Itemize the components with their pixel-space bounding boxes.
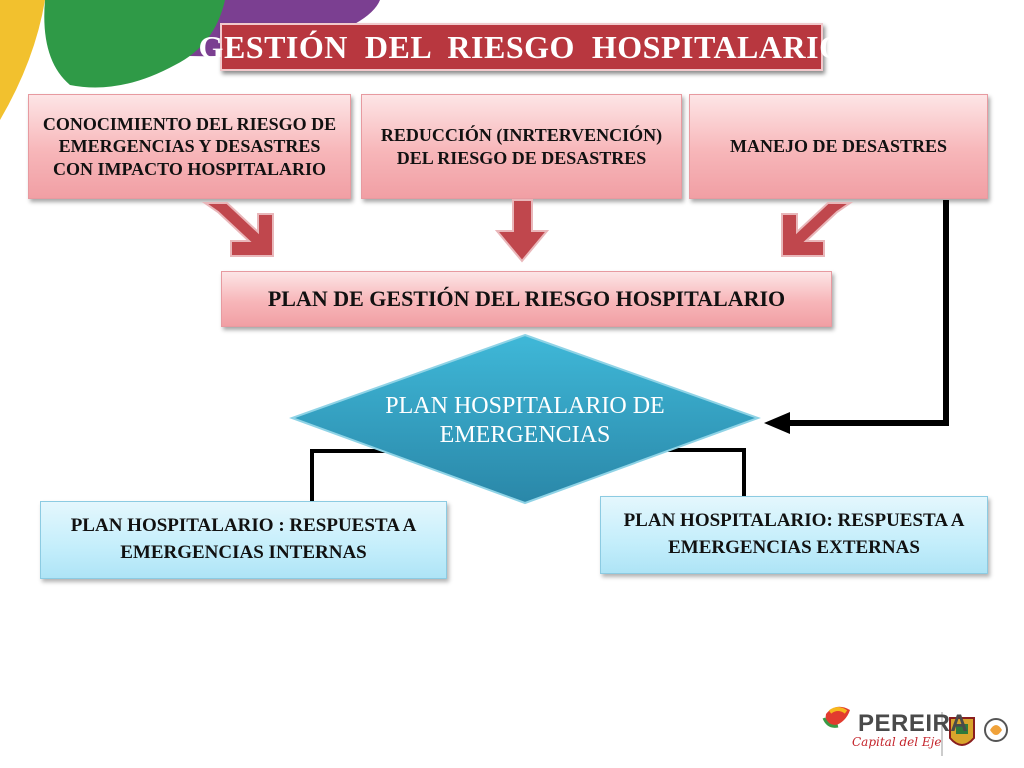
reduction-label: REDUCCIÓN (INRTERVENCIÓN) DEL RIESGO DE … <box>380 125 663 168</box>
arrow-reduction-to-plan <box>494 199 550 263</box>
disaster-management-box: MANEJO DE DESASTRES <box>689 94 988 199</box>
knowledge-label: CONOCIMIENTO DEL RIESGO DE EMERGENCIAS Y… <box>42 113 337 179</box>
connector-to-external <box>665 448 746 496</box>
arrow-knowledge-to-plan <box>201 202 274 257</box>
external-response-label: PLAN HOSPITALARIO: RESPUESTA A EMERGENCI… <box>623 510 965 558</box>
coat-of-arms-icon <box>949 717 975 746</box>
logo-tagline: Capital del Eje <box>852 735 942 749</box>
knowledge-box: CONOCIMIENTO DEL RIESGO DE EMERGENCIAS Y… <box>28 94 351 199</box>
hospital-plan-label: PLAN HOSPITALARIO DE EMERGENCIAS <box>385 393 665 448</box>
pereira-logo <box>822 706 1008 756</box>
hospital-plan-diamond <box>289 333 761 505</box>
disaster-management-label: MANEJO DE DESASTRES <box>729 136 948 157</box>
reduction-box: REDUCCIÓN (INRTERVENCIÓN) DEL RIESGO DE … <box>361 94 682 199</box>
external-response-box: PLAN HOSPITALARIO: RESPUESTA A EMERGENCI… <box>600 496 988 574</box>
connector-to-internal <box>310 449 385 501</box>
connector-management-to-hospital-plan <box>764 200 949 434</box>
logo-wordmark: PEREIRA <box>858 710 969 737</box>
internal-response-label: PLAN HOSPITALARIO : RESPUESTA A EMERGENC… <box>70 515 417 563</box>
risk-management-plan-label: PLAN DE GESTIÓN DEL RIESGO HOSPITALARIO <box>267 286 786 312</box>
internal-response-box: PLAN HOSPITALARIO : RESPUESTA A EMERGENC… <box>40 501 447 579</box>
risk-management-plan-box: PLAN DE GESTIÓN DEL RIESGO HOSPITALARIO <box>221 271 832 327</box>
page-title: GESTIÓN DEL RIESGO HOSPITALARIO <box>199 23 844 71</box>
arrow-management-to-plan <box>781 202 854 257</box>
admin-seal-icon <box>984 718 1008 742</box>
